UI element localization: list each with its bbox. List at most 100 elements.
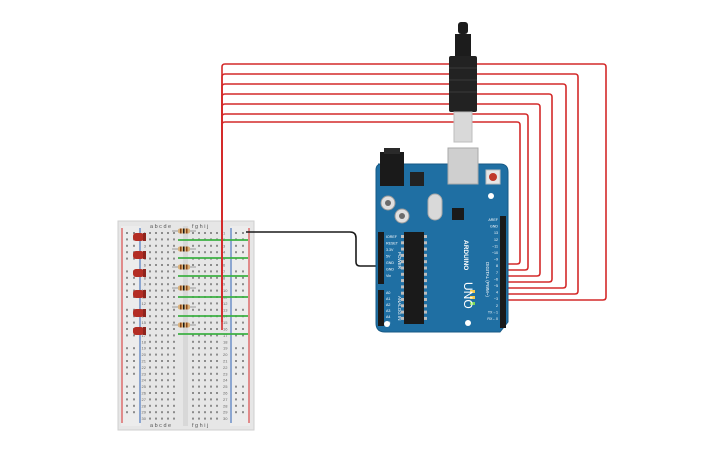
hole <box>173 398 175 401</box>
hole <box>155 264 157 266</box>
resistor-6[interactable] <box>172 322 196 328</box>
led-2[interactable] <box>133 251 146 259</box>
hole <box>149 340 151 343</box>
hole <box>149 296 151 298</box>
hole <box>173 347 175 350</box>
rail-hole <box>242 404 244 407</box>
hole <box>149 411 151 414</box>
row-number-left: 22 <box>142 365 147 370</box>
red-wire-2[interactable] <box>221 73 579 322</box>
usb-cable[interactable] <box>449 22 477 143</box>
led-flange <box>143 269 146 277</box>
hole <box>161 417 163 420</box>
components[interactable] <box>133 228 248 336</box>
red-wire-7[interactable] <box>221 121 521 265</box>
digital-header[interactable] <box>500 216 506 328</box>
led-4[interactable] <box>133 290 146 298</box>
hole <box>149 238 151 241</box>
rail-hole <box>126 398 128 401</box>
resistor-1[interactable] <box>172 228 196 234</box>
resistor-4[interactable] <box>172 285 196 291</box>
analog-header[interactable] <box>378 290 384 326</box>
rail-hole <box>242 328 244 330</box>
usb-plug-metal <box>453 111 473 143</box>
hole <box>173 411 175 414</box>
rail-hole <box>126 251 128 254</box>
hole <box>210 264 212 266</box>
hole <box>173 340 175 343</box>
red-wires[interactable] <box>221 63 607 330</box>
row-number-left: 9 <box>144 282 147 287</box>
row-number-right: 30 <box>223 416 228 421</box>
gnd-wire[interactable] <box>246 231 380 267</box>
row-number-left: 29 <box>142 410 147 415</box>
resistor-5[interactable] <box>172 304 196 310</box>
led-body <box>133 290 144 298</box>
chip-leg <box>401 316 404 320</box>
red-wire-1[interactable] <box>221 63 607 330</box>
hole <box>192 411 194 414</box>
led-1[interactable] <box>133 233 146 241</box>
row-number-left: 8 <box>144 275 147 280</box>
rail-hole <box>126 334 128 337</box>
analog-pin-label: A3 <box>386 309 390 313</box>
chip-leg <box>401 253 404 257</box>
col-letters-right-bottom: f g h i j <box>192 423 208 429</box>
hole <box>161 340 163 343</box>
resistor-band <box>186 228 188 234</box>
arduino-brand-label: ARDUINO <box>462 240 469 270</box>
rail-hole <box>242 251 244 254</box>
power-pin-label: GND <box>386 268 394 272</box>
row-number-left: 23 <box>142 371 147 376</box>
chip-leg <box>424 298 427 301</box>
chip-leg <box>401 272 404 276</box>
power-pin-label: GND <box>386 261 394 265</box>
hole <box>192 398 194 401</box>
led-6[interactable] <box>133 327 146 335</box>
red-wire-3[interactable] <box>221 83 567 316</box>
red-wire-5[interactable] <box>221 103 541 286</box>
atmega328p-chip <box>404 232 424 324</box>
hole <box>161 244 163 247</box>
arduino-uno-board[interactable]: ARDUINO UNO DIGITAL (PWM~) POWER ANALOG … <box>375 147 509 333</box>
voltage-regulator <box>410 172 424 186</box>
hole <box>155 379 157 382</box>
hole <box>204 379 206 382</box>
rail-hole <box>235 404 237 407</box>
hole <box>216 353 218 356</box>
row-number-left: 17 <box>142 333 147 338</box>
resistor-2[interactable] <box>172 246 196 252</box>
led-5[interactable] <box>133 309 146 317</box>
hole <box>167 360 169 362</box>
hole <box>149 270 151 273</box>
reset-button-cap[interactable] <box>489 173 497 181</box>
rail-hole <box>133 289 135 292</box>
power-pin-label: 5V <box>386 255 391 259</box>
digital-pin-label: AREF <box>488 218 498 222</box>
hole <box>210 289 212 292</box>
chip-leg <box>401 266 404 270</box>
row-number-right: 9 <box>223 282 226 287</box>
hole <box>161 366 163 369</box>
row-number-left: 25 <box>142 384 147 389</box>
rail-hole <box>133 232 135 234</box>
red-wire-6[interactable] <box>221 113 529 271</box>
hole <box>173 404 175 407</box>
led-body <box>133 233 144 241</box>
hole <box>173 302 175 305</box>
power-header[interactable] <box>378 232 384 284</box>
hole <box>173 238 175 241</box>
hole <box>204 360 206 362</box>
hole <box>155 283 157 286</box>
resistor-3[interactable] <box>172 264 196 270</box>
red-wire-4[interactable] <box>221 93 553 304</box>
hole <box>167 251 169 254</box>
led-3[interactable] <box>133 269 146 277</box>
rail-hole <box>126 276 128 279</box>
hole <box>198 232 200 234</box>
rail-hole <box>242 289 244 292</box>
rail-hole <box>126 296 128 298</box>
rail-hole <box>126 372 128 375</box>
